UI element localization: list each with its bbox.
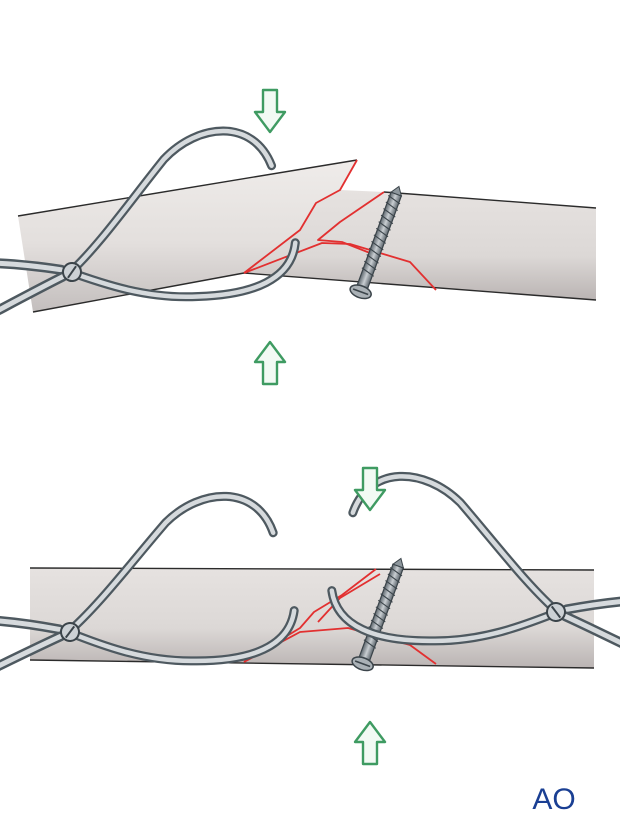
arrow-down-icon [253,88,287,134]
arrow-up-icon [353,720,387,766]
right-bone-fragment [244,190,596,300]
ao-logo: AO [532,783,575,816]
left-bone-fragment [18,160,357,312]
bottom-panel [0,468,620,766]
arrow-up-icon [253,340,287,386]
top-panel [0,88,597,386]
ao-logo-text: AO [532,783,575,816]
